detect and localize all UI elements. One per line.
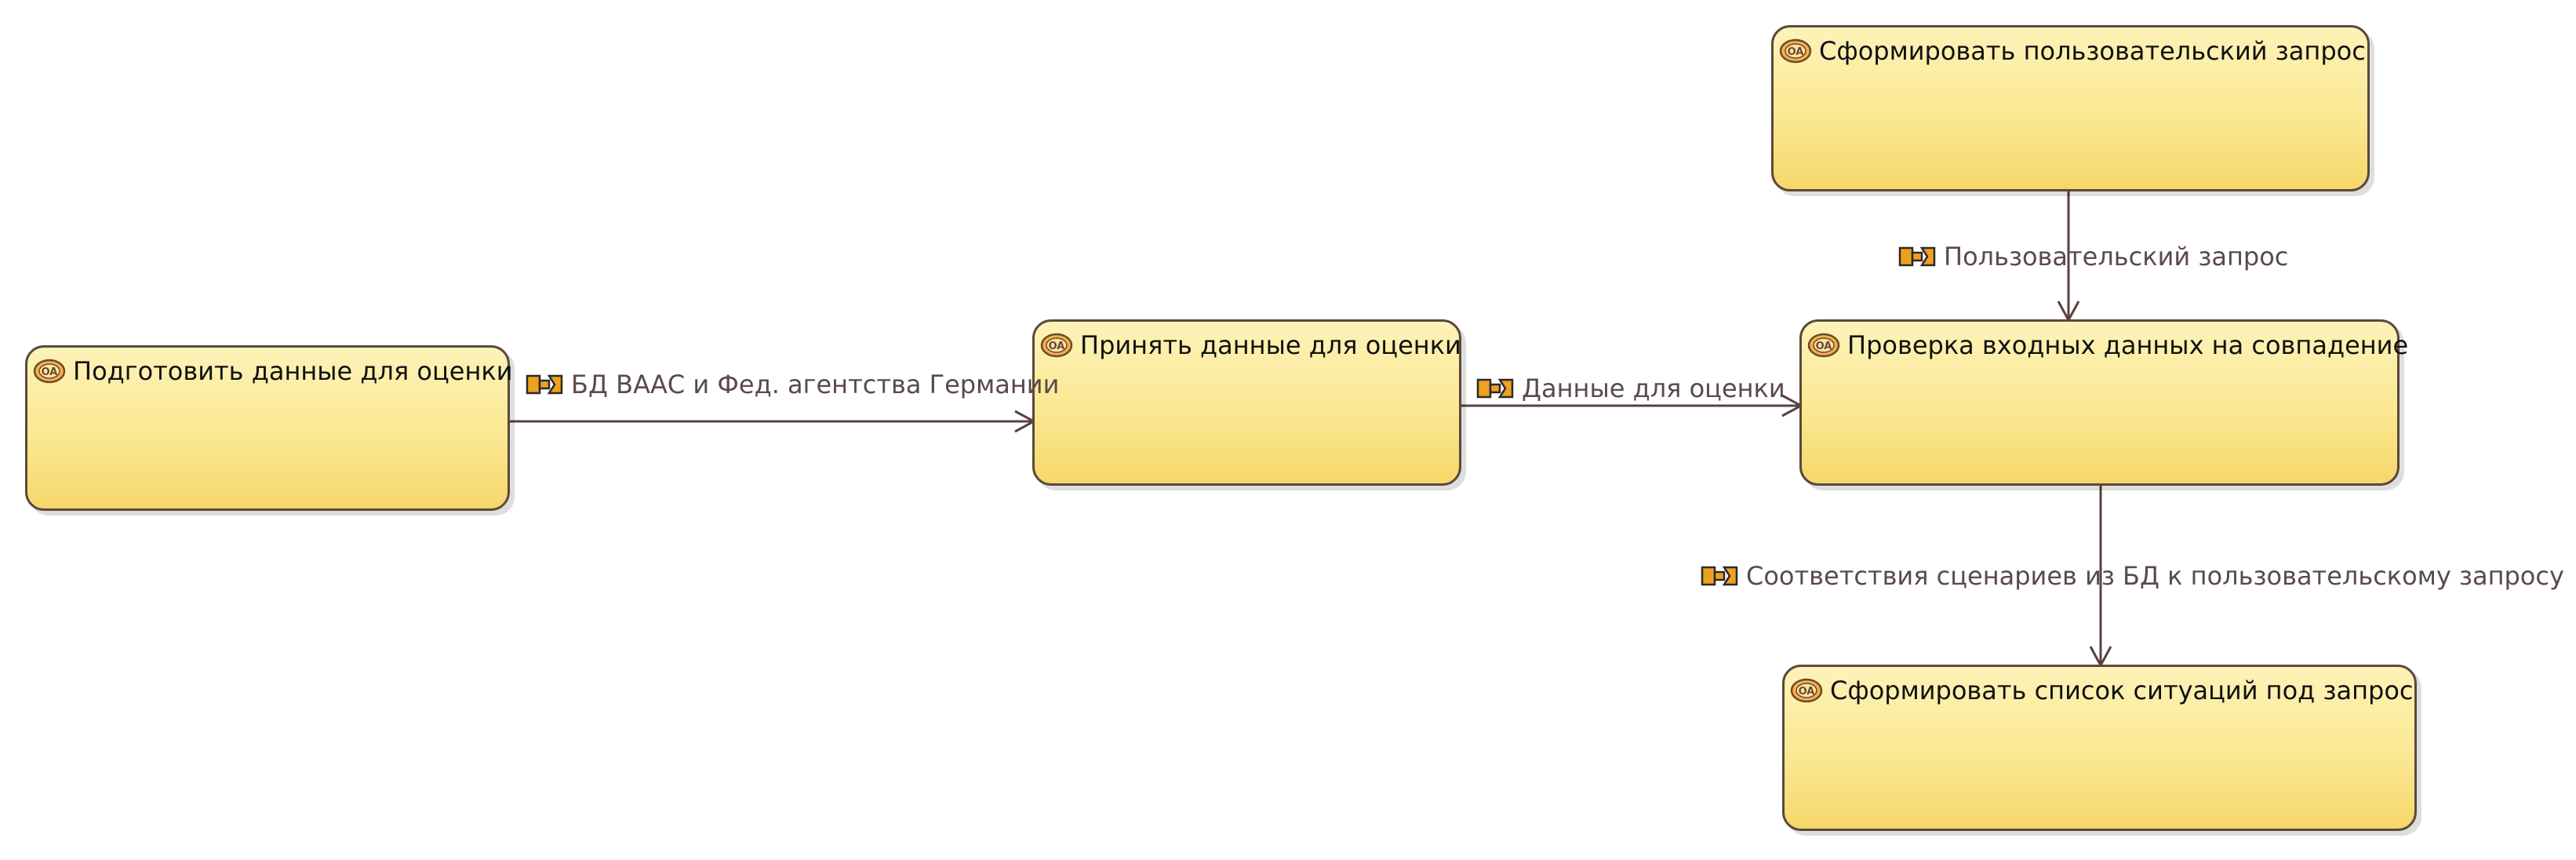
- edge-label-text: Пользовательский запрос: [1944, 242, 2289, 271]
- information-flow-icon: [1898, 246, 1936, 267]
- information-flow-icon: [526, 374, 563, 395]
- information-flow-icon: [1476, 378, 1514, 399]
- edge-label-text: Соответствия сценариев из БД к пользоват…: [1746, 561, 2564, 591]
- activity-check-input-data[interactable]: Проверка входных данных на совпадение: [1799, 319, 2408, 486]
- edge-label-accept-to-check[interactable]: Данные для оценки: [1476, 373, 1785, 404]
- node-title: Принять данные для оценки: [1080, 330, 1461, 360]
- activity-accept-data[interactable]: Принять данные для оценки: [1032, 319, 1461, 486]
- node-title: Проверка входных данных на совпадение: [1847, 330, 2409, 360]
- node-title: Подготовить данные для оценки: [73, 356, 513, 386]
- activity-form-situation-list[interactable]: Сформировать список ситуаций под запрос: [1782, 665, 2417, 831]
- operational-activity-icon: [1790, 678, 1823, 703]
- operational-activity-icon: [33, 359, 66, 384]
- node-title: Сформировать пользовательский запрос: [1819, 36, 2366, 66]
- operational-activity-icon: [1040, 333, 1073, 358]
- operational-activity-icon: [1779, 38, 1812, 64]
- activity-form-user-request[interactable]: Сформировать пользовательский запрос: [1771, 25, 2370, 191]
- edge-label-request-to-check[interactable]: Пользовательский запрос: [1898, 241, 2288, 272]
- edge-label-text: БД ВААС и Фед. агентства Германии: [571, 370, 1060, 399]
- edge-label-text: Данные для оценки: [1522, 374, 1785, 403]
- edge-label-check-to-list[interactable]: Соответствия сценариев из БД к пользоват…: [1701, 560, 2564, 592]
- operational-activity-icon: [1807, 333, 1840, 358]
- activity-prepare-data[interactable]: Подготовить данные для оценки: [25, 345, 513, 511]
- information-flow-icon: [1701, 566, 1738, 586]
- node-title: Сформировать список ситуаций под запрос: [1830, 676, 2414, 705]
- edge-label-prepare-to-accept[interactable]: БД ВААС и Фед. агентства Германии: [526, 369, 1059, 400]
